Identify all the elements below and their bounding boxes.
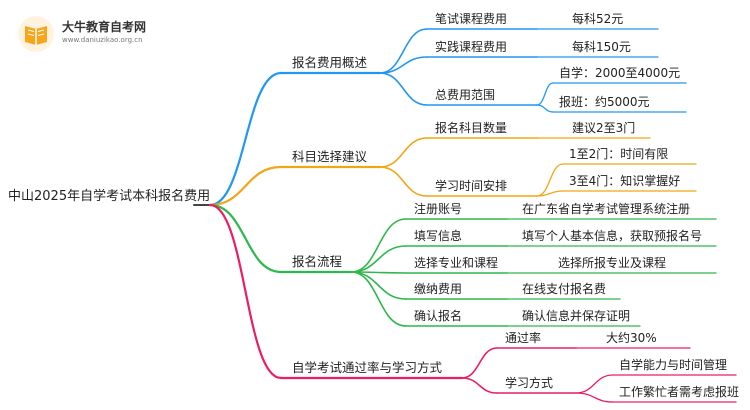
leaf-label: 每科150元	[572, 39, 631, 54]
subtopic-connector	[350, 245, 407, 273]
subtopic-connector	[350, 271, 407, 327]
branch-connector	[208, 165, 283, 207]
subtopic-label: 填写信息	[414, 228, 462, 243]
leaf-connector	[575, 374, 614, 394]
leaf-connector	[536, 82, 554, 106]
leaf-connector	[536, 190, 564, 197]
book-logo-icon	[18, 16, 54, 52]
subtopic-label: 注册账号	[414, 201, 462, 216]
leaf-label: 自学：2000至4000元	[559, 65, 680, 80]
subtopic-connector	[379, 56, 428, 74]
subtopic-label: 缴纳费用	[414, 281, 462, 296]
branch-label: 报名流程	[292, 254, 343, 269]
subtopic-connector	[350, 218, 407, 273]
subtopic-label: 学习时间安排	[435, 178, 507, 193]
subtopic-connector	[461, 347, 498, 379]
leaf-label: 在线支付报名费	[522, 281, 606, 296]
subtopic-connector	[379, 72, 428, 106]
branch-connector	[208, 203, 283, 380]
leaf-label: 每科52元	[572, 11, 623, 26]
root-node-label: 中山2025年自学考试本科报名费用	[8, 188, 210, 204]
branch-label: 科目选择建议	[292, 149, 368, 164]
leaf-label: 在广东省自学考试管理系统注册	[522, 201, 690, 216]
branch-connector	[208, 203, 283, 274]
leaf-label: 自学能力与时间管理	[619, 357, 727, 372]
subtopic-label: 实践课程费用	[435, 39, 507, 54]
leaf-label: 确认信息并保存证明	[522, 308, 630, 323]
branch-connector	[208, 71, 283, 207]
subtopic-label: 报名科目数量	[435, 120, 507, 135]
subtopic-label: 确认报名	[414, 308, 462, 323]
leaf-label: 选择所报专业及课程	[558, 255, 666, 270]
subtopic-label: 学习方式	[505, 375, 553, 390]
subtopic-label: 笔试课程费用	[435, 11, 507, 26]
leaf-connector	[536, 104, 554, 113]
leaf-label: 填写个人基本信息，获取预报名号	[522, 228, 702, 243]
branch-label: 自学考试通过率与学习方式	[292, 360, 443, 375]
subtopic-connector	[461, 377, 498, 394]
leaf-connector	[536, 163, 564, 197]
logo-url: www.daniuzikao.org.cn	[62, 36, 143, 44]
subtopic-label: 总费用范围	[435, 88, 495, 102]
leaf-label: 1至2门：时间有限	[569, 146, 668, 161]
leaf-label: 建议2至3门	[572, 120, 635, 135]
leaf-label: 大约30%	[606, 330, 657, 345]
leaf-label: 报班：约5000元	[559, 94, 650, 109]
subtopic-connector	[379, 28, 428, 74]
subtopic-label: 选择专业和课程	[414, 255, 498, 270]
branch-label: 报名费用概述	[292, 55, 368, 70]
leaf-label: 工作繁忙者需考虑报班	[619, 384, 739, 399]
subtopic-label: 通过率	[505, 330, 541, 345]
subtopic-connector	[350, 271, 407, 300]
subtopic-connector	[379, 166, 428, 197]
leaf-label: 3至4门：知识掌握好	[569, 173, 680, 188]
subtopic-connector	[379, 137, 428, 168]
leaf-connector	[575, 392, 614, 403]
logo-title: 大牛教育自考网	[62, 20, 147, 34]
site-logo: 大牛教育自考网 www.daniuzikao.org.cn	[16, 14, 216, 54]
